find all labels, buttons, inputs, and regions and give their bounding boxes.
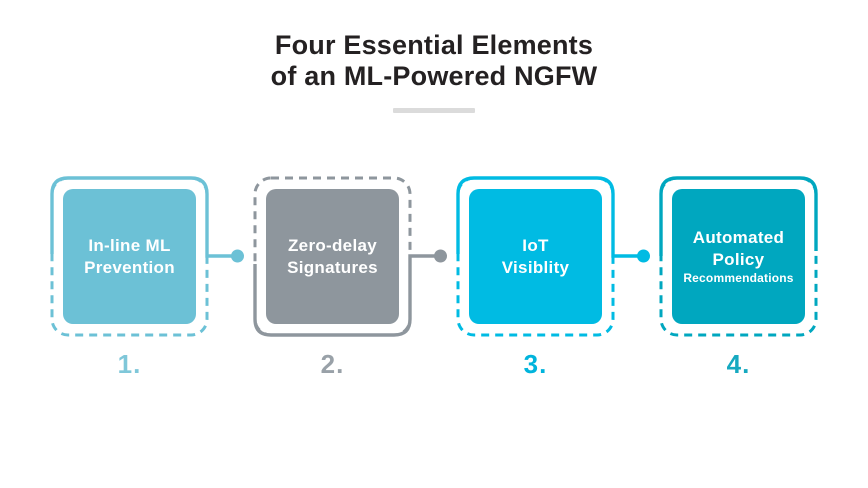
card-number: 3. bbox=[523, 349, 548, 379]
header: Four Essential Elements of an ML-Powered… bbox=[0, 30, 868, 113]
card-number: 2. bbox=[320, 349, 345, 379]
connector-dot bbox=[637, 249, 650, 263]
card-solid-border bbox=[456, 176, 640, 258]
card-border-graphic bbox=[659, 176, 818, 337]
title-line-2: of an ML-Powered NGFW bbox=[270, 61, 598, 91]
card-label-small-line: Recommendations bbox=[683, 271, 794, 285]
card-label-line: Zero-delay bbox=[288, 235, 377, 255]
card-border-graphic bbox=[50, 176, 244, 337]
connector-dot bbox=[231, 249, 244, 263]
card-number: 1. bbox=[117, 349, 142, 379]
card-label-line: Automated bbox=[692, 228, 785, 247]
page-title: Four Essential Elements of an ML-Powered… bbox=[0, 30, 868, 92]
card-label-line: Prevention bbox=[84, 257, 175, 277]
card-border-graphic bbox=[253, 176, 447, 337]
card-label-line: Visiblity bbox=[501, 257, 570, 277]
card-label-line: Signatures bbox=[287, 257, 378, 277]
card-solid-border bbox=[253, 254, 437, 337]
card-label-line: In-line ML bbox=[88, 235, 171, 255]
card-label-line: Policy bbox=[712, 250, 765, 269]
card-label-line: IoT bbox=[522, 235, 549, 255]
title-line-1: Four Essential Elements bbox=[274, 30, 594, 60]
connector-dot bbox=[434, 249, 447, 263]
title-divider bbox=[393, 108, 475, 113]
card-number: 4. bbox=[726, 349, 751, 379]
card-border-graphic bbox=[456, 176, 650, 337]
card-solid-border bbox=[50, 176, 234, 258]
card-solid-border bbox=[659, 176, 818, 256]
